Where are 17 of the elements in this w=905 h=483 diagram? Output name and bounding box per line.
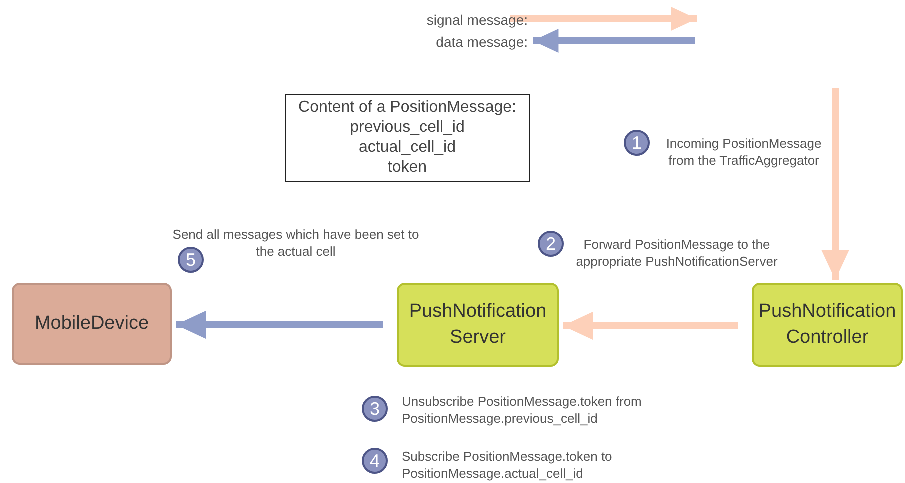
note-box: [285, 94, 530, 182]
legend-label: data message:: [435, 33, 528, 52]
arrow: [822, 88, 850, 280]
step-description: Unsubscribe PositionMessage.token from PositionMessage.previous_cell_id: [402, 393, 643, 427]
process-box: MobileDevice: [12, 283, 172, 365]
step-description: Incoming PositionMessage from the TrafficAggregator: [665, 135, 823, 169]
field-name: actual_cell_id: [359, 138, 456, 158]
arrow: [176, 311, 383, 339]
legend-label: signal message:: [426, 11, 528, 30]
step-description: Subscribe PositionMessage.token to PositionMessage.actual_cell_id: [402, 448, 614, 482]
step-description: Forward PositionMessage to the appropriate PushNotificationServer: [575, 236, 779, 270]
field-name: previous_cell_id: [350, 118, 465, 138]
process-box: PushNotification Controller: [752, 283, 903, 367]
arrow: [563, 312, 738, 340]
note-heading: Content of a PositionMessage:: [298, 98, 516, 118]
process-box: PushNotification Server: [397, 283, 559, 367]
field-name: token: [388, 158, 428, 178]
